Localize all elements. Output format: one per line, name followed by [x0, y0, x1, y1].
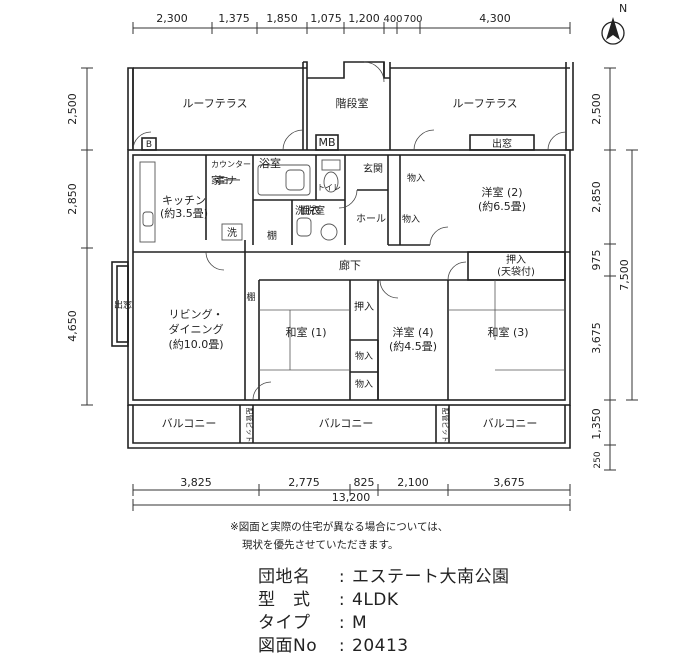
dim-right-6: 250	[593, 451, 603, 468]
storage-2-label: 物入	[402, 213, 420, 225]
bay-window-top-label: 出窓	[492, 137, 512, 150]
type-value: 4LDK	[352, 590, 399, 610]
pipe-right-label: 配管ピット	[441, 408, 450, 443]
bath-label: 浴室	[259, 156, 281, 170]
north-arrow-icon: N	[601, 2, 627, 45]
type-sep: :	[338, 590, 346, 610]
dim-right-total: 7,500	[618, 259, 631, 291]
storage-3-label: 物入	[355, 350, 373, 362]
walls	[111, 61, 574, 449]
living-size-label: (約10.0畳)	[168, 337, 223, 351]
western-4-size-label: (約4.5畳)	[389, 339, 437, 353]
storage-4-label: 物入	[355, 378, 373, 390]
kitchen-label: キッチン	[162, 194, 206, 207]
shelf-1-label: 棚	[267, 229, 277, 242]
fixtures	[139, 159, 341, 243]
door-swings	[132, 61, 567, 401]
closet-ceiling-label: 押入	[506, 253, 526, 266]
dim-bottom-5: 3,675	[493, 476, 525, 489]
complex-sep: :	[338, 567, 346, 587]
bottom-dimension-labels: 3,825 2,775 825 2,100 3,675 13,200	[180, 476, 525, 504]
mb-label: MB	[318, 136, 335, 149]
b-label: B	[146, 140, 152, 150]
kitchen-size-label: (約3.5畳)	[160, 206, 208, 220]
japanese-3-label: 和室 (3)	[487, 325, 528, 339]
western-4-label: 洋室 (4)	[392, 325, 433, 339]
balcony-mid-label: バルコニー	[319, 417, 374, 430]
info-type: 型 式 : 4LDK	[258, 585, 510, 610]
floor-plan: 2,300 1,375 1,850 1,075 1,200 400 700 4,…	[66, 2, 638, 511]
room-labels: ルーフテラス 階段室 ルーフテラス MB B 出窓 カウンター 浴室 玄関 トイ…	[114, 96, 537, 443]
dim-left-3: 4,650	[66, 310, 79, 342]
corridor-label: 廊下	[339, 258, 361, 272]
western-2-size-label: (約6.5畳)	[478, 199, 526, 213]
complex-value: エステート大南公園	[352, 567, 510, 587]
dim-top-7: 700	[403, 14, 422, 25]
kind-label: タイプ	[258, 613, 311, 633]
roof-terrace-left-label: ルーフテラス	[182, 97, 247, 110]
dim-top-2: 1,375	[218, 12, 250, 25]
dim-right-3: 975	[590, 250, 603, 271]
dim-right-2: 2,850	[590, 181, 603, 213]
bay-window-left-label: 出窓	[114, 299, 132, 311]
dim-top-1: 2,300	[156, 12, 188, 25]
info-complex: 団地名 : エステート大南公園	[258, 562, 510, 587]
dim-bottom-3: 825	[354, 476, 375, 489]
dim-bottom-1: 3,825	[180, 476, 212, 489]
svg-text:N: N	[619, 2, 627, 15]
pipe-left-label: 配管ピット	[245, 408, 254, 443]
dim-top-5: 1,200	[348, 12, 380, 25]
dim-right-5: 1,350	[590, 408, 603, 440]
closet-1-label: 押入	[354, 300, 374, 313]
top-dimension-labels: 2,300 1,375 1,850 1,075 1,200 400 700 4,…	[156, 12, 511, 25]
closet-ceiling-sub-label: (天袋付)	[497, 265, 535, 278]
dim-right-4: 3,675	[590, 322, 603, 354]
shelf-2-label: 棚	[246, 291, 255, 303]
dim-bottom-4: 2,100	[397, 476, 429, 489]
housework-corner-label: 家事コーナー	[211, 174, 241, 187]
drawing-value: 20413	[352, 636, 409, 656]
disclaimer-note: ※図面と実際の住宅が異なる場合については、 現状を優先させていただきます。	[230, 518, 448, 554]
dim-top-6: 400	[383, 14, 402, 25]
balcony-right-label: バルコニー	[483, 417, 538, 430]
kind-sep: :	[338, 613, 346, 633]
drawing-sep: :	[338, 636, 346, 656]
balcony-left-label: バルコニー	[162, 417, 217, 430]
note-line-2: 現状を優先させていただきます。	[242, 539, 399, 551]
dimension-lines	[81, 22, 638, 511]
toilet-label: トイレ	[317, 183, 341, 192]
tatami-lines	[259, 280, 565, 371]
dim-top-8: 4,300	[479, 12, 511, 25]
kind-value: M	[352, 613, 368, 633]
western-2-label: 洋室 (2)	[481, 185, 522, 199]
stair-hall-label: 階段室	[336, 96, 369, 110]
dim-left-2: 2,850	[66, 183, 79, 215]
storage-1-label: 物入	[407, 172, 425, 184]
info-kind: タイプ : M	[258, 608, 510, 633]
info-drawing: 図面No : 20413	[258, 631, 510, 656]
left-dimension-labels: 2,500 2,850 4,650	[66, 93, 79, 342]
note-line-1: ※図面と実際の住宅が異なる場合については、	[230, 521, 449, 533]
changing-room-label: 洗面脱衣室	[295, 204, 325, 217]
dim-bottom-total: 13,200	[332, 491, 371, 504]
japanese-1-label: 和室 (1)	[285, 325, 326, 339]
complex-label: 団地名	[258, 567, 311, 587]
entrance-label: 玄関	[363, 162, 383, 175]
dim-top-4: 1,075	[310, 12, 342, 25]
dim-right-1: 2,500	[590, 93, 603, 125]
wash-label: 洗	[227, 227, 237, 239]
dim-bottom-2: 2,775	[288, 476, 320, 489]
living-label: リビング・	[169, 307, 224, 321]
dining-label: ダイニング	[169, 322, 224, 336]
type-label: 型 式	[258, 590, 311, 610]
dim-left-1: 2,500	[66, 93, 79, 125]
dim-top-3: 1,850	[266, 12, 298, 25]
hall-label: ホール	[356, 213, 386, 225]
drawing-label: 図面No	[258, 636, 318, 656]
property-info: 団地名 : エステート大南公園 型 式 : 4LDK タイプ : M 図面No …	[258, 562, 510, 656]
right-dimension-labels: 2,500 2,850 975 3,675 1,350 250 7,500	[590, 93, 631, 468]
roof-terrace-right-label: ルーフテラス	[452, 97, 517, 110]
counter-label: カウンター	[211, 160, 251, 169]
